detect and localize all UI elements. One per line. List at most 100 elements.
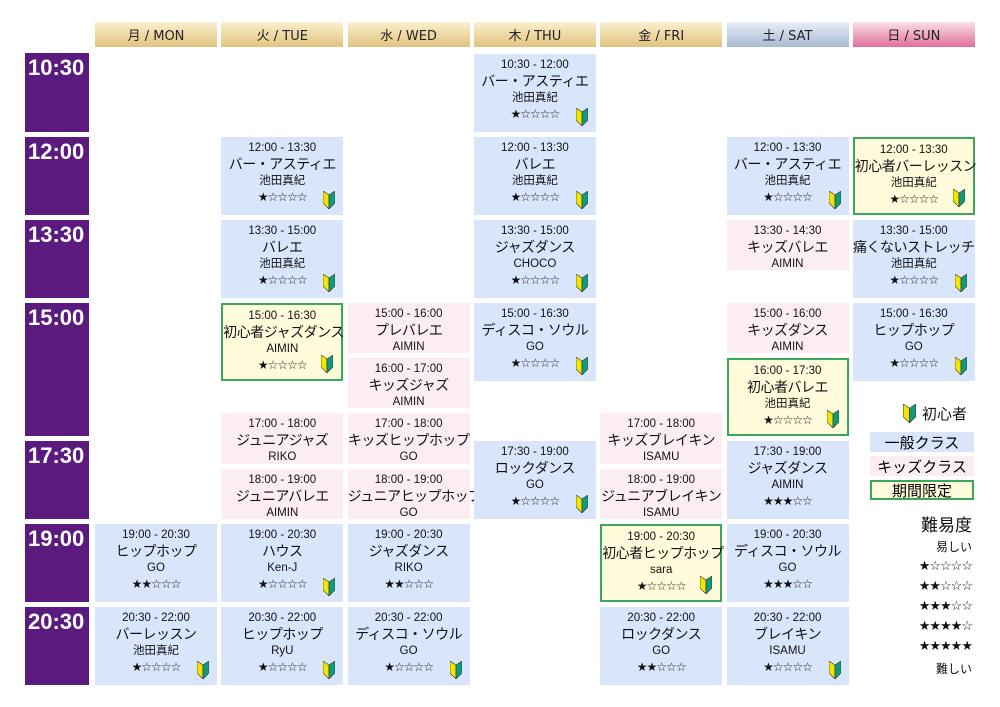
class-instructor: 池田真紀 xyxy=(764,174,811,187)
difficulty-stars: ★☆☆☆☆ xyxy=(510,107,560,121)
class-name: キッズバレエ xyxy=(747,238,829,255)
class-instructor: GO xyxy=(652,645,671,657)
beginner-mark-icon xyxy=(575,356,589,376)
difficulty-level-2: ★★☆☆☆ xyxy=(918,578,973,593)
class-time: 15:00 - 16:30 xyxy=(879,307,948,320)
difficulty-stars: ★☆☆☆☆ xyxy=(510,272,560,287)
class-name: キッズブレイキン xyxy=(607,432,715,449)
class-instructor: GO xyxy=(399,645,418,657)
class-instructor: 池田真紀 xyxy=(133,645,179,657)
class-time: 17:00 - 18:00 xyxy=(248,418,317,431)
class-instructor: ISAMU xyxy=(642,506,680,519)
class-instructor: GO xyxy=(399,506,418,519)
difficulty-stars: ★☆☆☆☆ xyxy=(257,660,308,674)
beginner-mark-icon xyxy=(196,660,210,680)
day-header: 火 / TUE xyxy=(221,22,344,47)
class-instructor: 池田真紀 xyxy=(259,257,306,270)
class-name: 初心者ヒップホップ xyxy=(602,545,724,562)
class-time: 17:30 - 19:00 xyxy=(501,446,569,459)
difficulty-stars: ★★★☆☆ xyxy=(763,494,813,509)
legend-beginner-label: 初心者 xyxy=(922,406,968,423)
class-name: プレバレエ xyxy=(374,321,443,338)
class-cell[interactable]: 20:30 - 22:00 バーレッスン池田真紀 ★☆☆☆☆ xyxy=(95,607,217,685)
class-instructor: AIMIN xyxy=(771,257,804,270)
class-instructor: 池田真紀 xyxy=(511,92,558,104)
class-time: 10:30 - 12:00 xyxy=(501,59,569,71)
difficulty-level-4: ★★★★☆ xyxy=(918,618,973,633)
class-instructor: 池田真紀 xyxy=(764,398,811,411)
difficulty-stars: ★☆☆☆☆ xyxy=(510,189,560,204)
class-name: キッズジャズ xyxy=(368,377,449,394)
class-name: ジュニアバレエ xyxy=(235,487,329,504)
class-name: キッズヒップホップ xyxy=(347,432,470,449)
class-time: 20:30 - 22:00 xyxy=(122,612,190,624)
class-time: 17:30 - 19:00 xyxy=(753,446,822,459)
class-name: ハウス xyxy=(262,543,303,560)
class-instructor: AIMIN xyxy=(392,340,425,353)
class-time: 19:00 - 20:30 xyxy=(627,531,696,544)
difficulty-easy: 易しい xyxy=(935,540,972,554)
difficulty-level-5: ★★★★★ xyxy=(918,638,973,653)
class-time: 20:30 - 22:00 xyxy=(248,612,317,624)
class-time: 15:00 - 16:30 xyxy=(248,309,317,322)
difficulty-stars: ★☆☆☆☆ xyxy=(131,660,182,674)
class-time: 13:30 - 15:00 xyxy=(501,224,569,237)
day-header: 木 / THU xyxy=(473,22,596,47)
class-name: バー・アスティエ xyxy=(481,73,589,89)
class-time: 15:00 - 16:00 xyxy=(374,307,443,320)
class-cell[interactable]: 10:30 - 12:00 バー・アスティエ池田真紀 ★☆☆☆☆ xyxy=(473,54,596,132)
class-instructor: RyU xyxy=(271,645,294,657)
class-instructor: 池田真紀 xyxy=(259,174,306,187)
class-name: ロックダンス xyxy=(494,460,576,477)
class-name: ジャズダンス xyxy=(494,238,576,255)
time-label: 15:00 xyxy=(25,302,89,437)
difficulty-stars: ★☆☆☆☆ xyxy=(889,272,939,287)
class-instructor: RIKO xyxy=(268,451,297,464)
beginner-mark-icon xyxy=(952,188,966,208)
class-instructor: ISAMU xyxy=(642,451,680,464)
beginner-mark-icon xyxy=(449,660,462,680)
day-header: 土 / SAT xyxy=(726,22,849,47)
class-time: 15:00 - 16:00 xyxy=(753,307,822,320)
class-name: バーレッスン xyxy=(115,626,198,642)
class-name: ヒップホップ xyxy=(115,543,198,560)
class-time: 20:30 - 22:00 xyxy=(374,612,443,624)
beginner-mark-icon xyxy=(828,660,841,680)
difficulty-stars: ★★☆☆☆ xyxy=(131,577,182,592)
class-time: 12:00 - 13:30 xyxy=(501,141,569,154)
difficulty-stars: ★☆☆☆☆ xyxy=(257,577,308,592)
class-instructor: AIMIN xyxy=(771,340,804,353)
